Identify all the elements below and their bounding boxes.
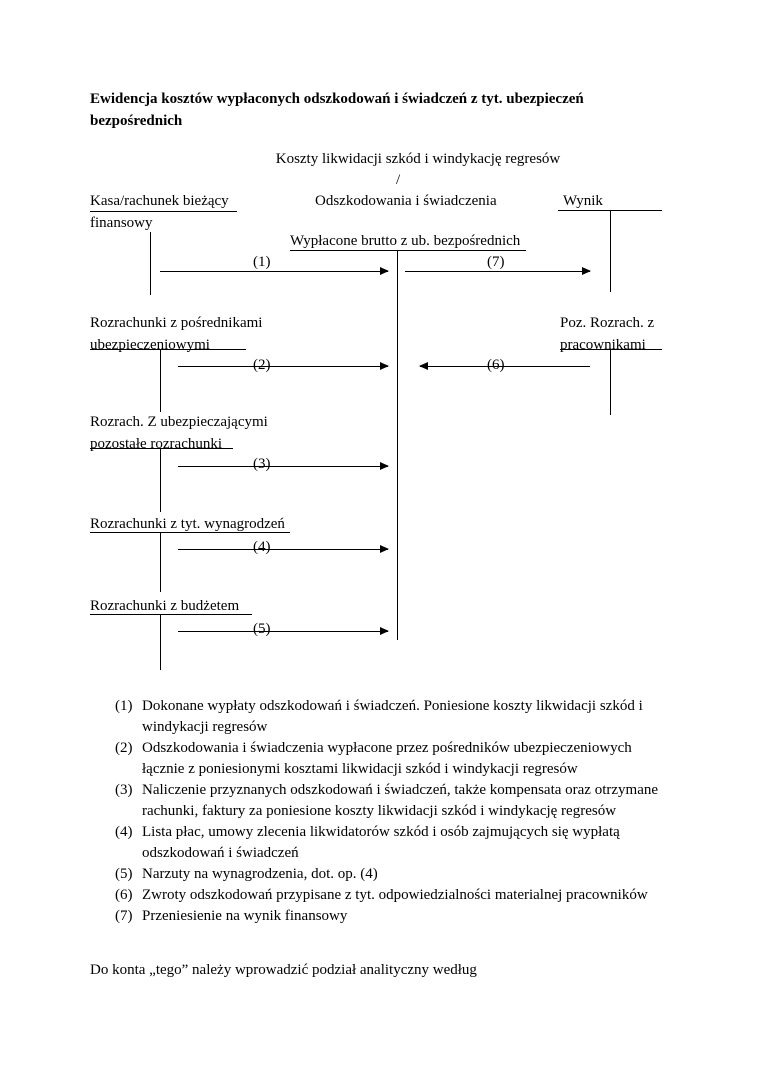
arrow-label-2: (2) <box>253 357 271 373</box>
account-kasa-topline <box>90 211 237 212</box>
arrow-2 <box>178 362 389 370</box>
account-posrednicy-line1: Rozrachunki z pośrednikami <box>90 315 263 331</box>
note-item: (2) Odszkodowania i świadczenia wypłacon… <box>115 738 673 780</box>
account-kasa-vline <box>150 232 151 295</box>
account-ubezp-vline <box>160 448 161 512</box>
account-center-title: Odszkodowania i świadczenia <box>315 193 497 209</box>
account-kasa-line2: finansowy <box>90 215 153 231</box>
note-text: Przeniesienie na wynik finansowy <box>142 908 348 924</box>
arrow-label-1: (1) <box>253 254 271 270</box>
note-text: Zwroty odszkodowań przypisane z tyt. odp… <box>142 887 648 903</box>
account-budzet-vline <box>160 614 161 670</box>
account-center-vline <box>397 250 398 640</box>
note-number: (4) <box>115 824 133 840</box>
diagram-slash: / <box>396 172 401 188</box>
arrow-1 <box>160 267 389 275</box>
account-poz-line1: Poz. Rozrach. z <box>560 315 655 331</box>
note-number: (1) <box>115 698 133 714</box>
note-item: (7) Przeniesienie na wynik finansowy <box>115 906 673 927</box>
note-item: (5) Narzuty na wynagrodzenia, dot. op. (… <box>115 864 673 885</box>
note-number: (7) <box>115 908 133 924</box>
arrow-3 <box>178 462 389 470</box>
arrow-4 <box>178 545 389 553</box>
note-number: (3) <box>115 782 133 798</box>
note-item: (4) Lista płac, umowy zlecenia likwidato… <box>115 822 673 864</box>
arrow-7 <box>405 267 591 275</box>
account-wynik-vline <box>610 210 611 292</box>
page-title-line1: Ewidencja kosztów wypłaconych odszkodowa… <box>90 91 584 107</box>
arrow-label-7: (7) <box>487 254 505 270</box>
arrow-label-5: (5) <box>253 621 271 637</box>
arrow-label-4: (4) <box>253 539 271 555</box>
account-poz-vline <box>610 349 611 415</box>
note-item: (6) Zwroty odszkodowań przypisane z tyt.… <box>115 885 673 906</box>
diagram-header: Koszty likwidacji szkód i windykację reg… <box>275 151 561 167</box>
footer-text: Do konta „tego” należy wprowadzić podzia… <box>90 962 477 978</box>
note-text: Odszkodowania i świadczenia wypłacone pr… <box>142 740 632 777</box>
notes-list: (1) Dokonane wypłaty odszkodowań i świad… <box>115 696 673 927</box>
account-poz-topline <box>560 349 662 350</box>
note-text: Naliczenie przyznanych odszkodowań i świ… <box>142 782 659 819</box>
account-poz-line2: pracownikami <box>560 337 646 353</box>
account-wynagrodzenia-vline <box>160 532 161 592</box>
arrow-label-6: (6) <box>487 357 505 373</box>
arrow-5 <box>178 627 389 635</box>
note-number: (5) <box>115 866 133 882</box>
account-ubezp-line1: Rozrach. Z ubezpieczającymi <box>90 414 268 430</box>
note-number: (6) <box>115 887 133 903</box>
account-posrednicy-line2: ubezpieczeniowymi <box>90 337 210 353</box>
account-kasa-line1: Kasa/rachunek bieżący <box>90 193 229 209</box>
arrow-6 <box>419 362 590 370</box>
account-wynagrodzenia-label: Rozrachunki z tyt. wynagrodzeń <box>90 516 285 532</box>
account-posrednicy-topline <box>90 349 246 350</box>
note-text: Lista płac, umowy zlecenia likwidatorów … <box>142 824 620 861</box>
account-budzet-topline <box>90 614 252 615</box>
note-text: Dokonane wypłaty odszkodowań i świadczeń… <box>142 698 643 735</box>
account-ubezp-topline <box>90 448 233 449</box>
arrow-label-3: (3) <box>253 456 271 472</box>
note-text: Narzuty na wynagrodzenia, dot. op. (4) <box>142 866 378 882</box>
account-budzet-label: Rozrachunki z budżetem <box>90 598 240 614</box>
note-number: (2) <box>115 740 133 756</box>
note-item: (1) Dokonane wypłaty odszkodowań i świad… <box>115 696 673 738</box>
account-ubezp-line2: pozostałe rozrachunki <box>90 436 223 452</box>
account-center-topline <box>290 250 526 251</box>
account-posrednicy-vline <box>160 349 161 412</box>
note-item: (3) Naliczenie przyznanych odszkodowań i… <box>115 780 673 822</box>
account-wynik-label: Wynik <box>563 193 603 209</box>
account-wynagrodzenia-topline <box>90 532 290 533</box>
account-center-subtitle: Wypłacone brutto z ub. bezpośrednich <box>290 233 521 249</box>
page-title-line2: bezpośrednich <box>90 113 183 129</box>
